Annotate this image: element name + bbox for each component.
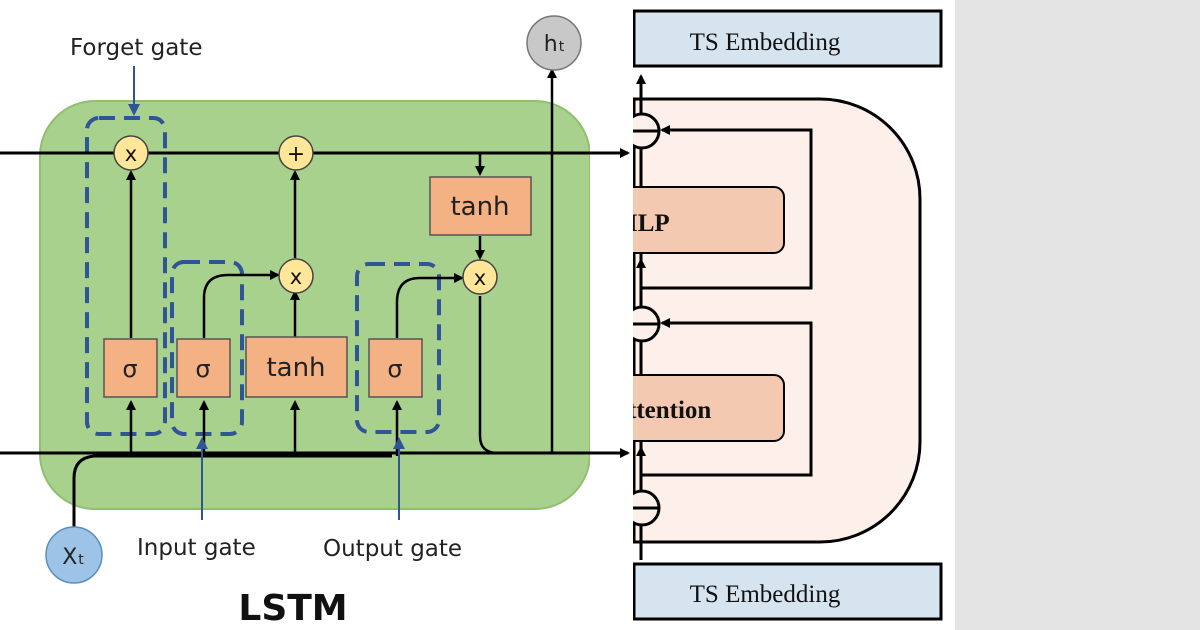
ht-label-h: h: [544, 32, 558, 57]
sigma-output-block: [368, 338, 423, 398]
input-gate-label: Input gate: [137, 535, 256, 561]
cell-add-symbol: +: [287, 142, 305, 167]
forget-multiply-symbol: x: [125, 142, 137, 166]
arrow-mult-to-hidden: [478, 296, 552, 455]
xt-input-path: [72, 454, 392, 528]
input-gate-outline: [170, 260, 244, 436]
arrow-output-to-mult: [395, 273, 464, 338]
forget-gate-label: Forget gate: [70, 35, 202, 61]
sigma-forget-label: σ: [122, 355, 137, 383]
side-gray-panel: [955, 0, 1200, 630]
attention-block-label: ttention: [628, 397, 711, 424]
output-multiply-op: [462, 259, 498, 295]
arrow-input-to-mult: [202, 270, 280, 338]
tanh-output-block: [429, 176, 532, 236]
tanh-candidate-label: tanh: [266, 353, 325, 383]
attention-skip-connection: [641, 318, 813, 477]
output-gate-outline: [355, 262, 441, 434]
output-gate-label: Output gate: [323, 536, 462, 562]
sigma-forget-block: [103, 338, 158, 398]
sigma-input-block: [176, 338, 231, 398]
lstm-title: LSTM: [238, 588, 347, 629]
xt-input-node: [45, 526, 103, 584]
tanh-output-label: tanh: [450, 192, 509, 222]
sigma-input-label: σ: [195, 355, 210, 383]
bottom-embedding-box: [632, 562, 943, 621]
ht-label-t: t: [559, 39, 565, 55]
bottom-embedding-label: TS Embedding: [690, 581, 841, 608]
forget-gate-outline: [85, 116, 167, 436]
sigma-output-label: σ: [387, 355, 402, 383]
tanh-candidate-block: [245, 336, 348, 398]
mlp-skip-connection: [641, 125, 813, 290]
crop-mask: [590, 0, 633, 630]
cell-add-op: [278, 135, 314, 171]
ht-output-node: [526, 15, 582, 71]
xt-label-t: t: [78, 552, 84, 568]
forget-multiply-op: [113, 135, 149, 171]
top-embedding-label: TS Embedding: [690, 29, 841, 56]
ht-label: ht: [544, 32, 565, 57]
xt-label-x: X: [62, 545, 77, 570]
input-multiply-op: [278, 258, 314, 294]
top-embedding-box: [632, 9, 943, 68]
output-multiply-symbol: x: [474, 266, 486, 290]
xt-label: Xt: [62, 545, 84, 570]
input-multiply-symbol: x: [290, 265, 302, 289]
mlp-block-label: ILP: [628, 210, 670, 237]
